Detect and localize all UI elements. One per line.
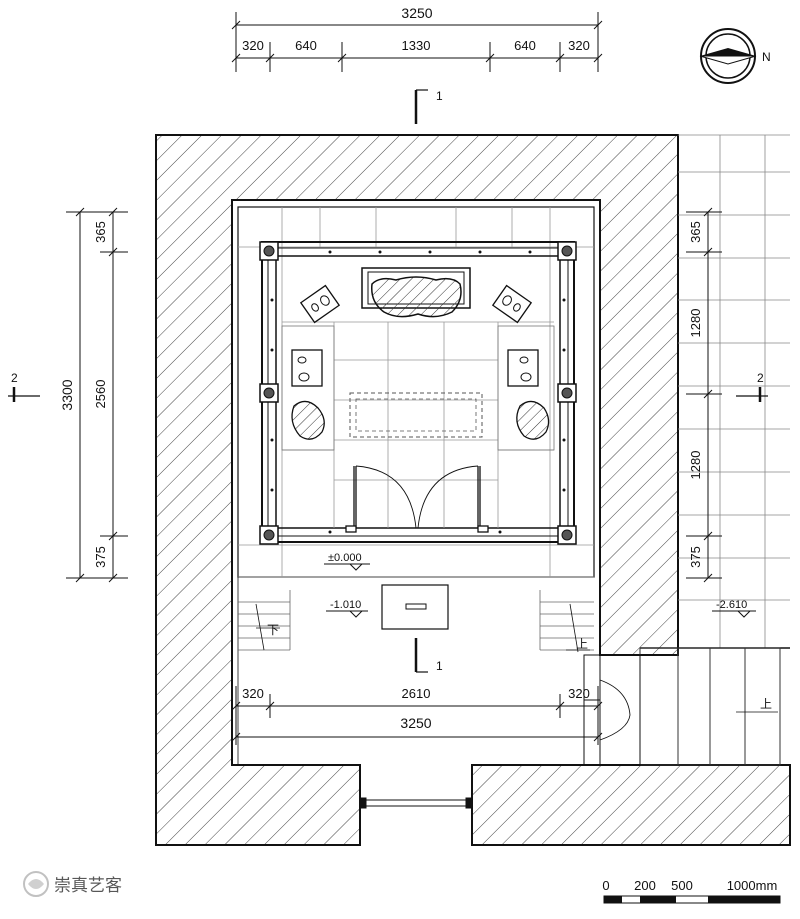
stair-down-label: 下	[267, 623, 279, 637]
dim-bottom-part: 320	[242, 686, 264, 701]
dim-bottom-part: 320	[568, 686, 590, 701]
dimension-top	[231, 12, 603, 72]
lower-court	[238, 584, 641, 809]
watermark-logo-icon	[23, 871, 49, 897]
dim-left-part: 2560	[93, 380, 108, 409]
stair-up-label-outside: 上	[760, 697, 772, 711]
outside-stair	[639, 647, 781, 766]
scale-label: 0	[602, 878, 609, 893]
section-markers	[8, 89, 768, 673]
dimension-bottom	[231, 686, 603, 745]
wall-mass	[155, 134, 679, 846]
north-label: N	[762, 50, 771, 64]
elevation-floor-text: ±0.000	[328, 552, 362, 564]
scale-label: 500	[671, 878, 693, 893]
dim-right-part: 1280	[688, 451, 703, 480]
elevation-outside-text: -2.610	[716, 599, 747, 611]
dim-top-total: 3250	[401, 5, 432, 21]
elevation-lower-text: -1.010	[330, 599, 361, 611]
elevation-mark-outside	[712, 610, 756, 618]
dim-bottom-part: 2610	[402, 686, 431, 701]
dim-left-part: 375	[93, 546, 108, 568]
dim-right-part: 365	[688, 221, 703, 243]
dim-left-total: 3300	[59, 379, 75, 410]
scale-label: 200	[634, 878, 656, 893]
elevation-mark-lower	[326, 610, 368, 618]
wall-mass-bottom-right	[471, 764, 791, 846]
hatched-walls	[155, 134, 791, 846]
elevation-mark-floor	[324, 563, 370, 571]
scale-label: 1000mm	[727, 878, 778, 893]
dim-top-part: 640	[295, 38, 317, 53]
dim-top-part: 320	[568, 38, 590, 53]
section-1-label-top: 1	[436, 89, 443, 103]
dim-top-part: 1330	[402, 38, 431, 53]
section-2-label-right: 2	[757, 371, 764, 385]
section-2-label-left: 2	[11, 371, 18, 385]
dim-top-part: 640	[514, 38, 536, 53]
stair-up-label: 上	[576, 637, 588, 651]
dim-bottom-total: 3250	[400, 715, 431, 731]
section-1-label-bottom: 1	[436, 659, 443, 673]
dimension-left	[66, 207, 128, 583]
inner-floor	[237, 206, 595, 765]
dim-right-part: 1280	[688, 309, 703, 338]
pavilion	[259, 241, 577, 545]
watermark-text: 崇真艺客	[54, 876, 122, 895]
dim-top-part: 320	[242, 38, 264, 53]
dim-right-part: 375	[688, 546, 703, 568]
north-arrow-icon	[699, 28, 757, 84]
altar-statue	[371, 276, 462, 318]
scale-bar	[603, 895, 781, 904]
dim-left-part: 365	[93, 221, 108, 243]
dimension-right	[686, 207, 722, 583]
